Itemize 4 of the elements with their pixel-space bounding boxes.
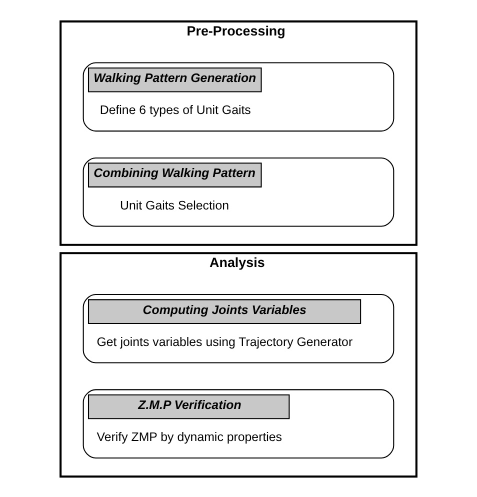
node-box: Combining Walking Pattern Unit Gaits Selection (82, 156, 394, 226)
node-box: Z.M.P Verification Verify ZMP by dynamic properties (82, 388, 394, 458)
node-box: Walking Pattern Generation Define 6 types of Unit Gaits (82, 62, 394, 132)
node-box: Computing Joints Variables Get joints variables using Trajectory Generator (82, 294, 394, 363)
